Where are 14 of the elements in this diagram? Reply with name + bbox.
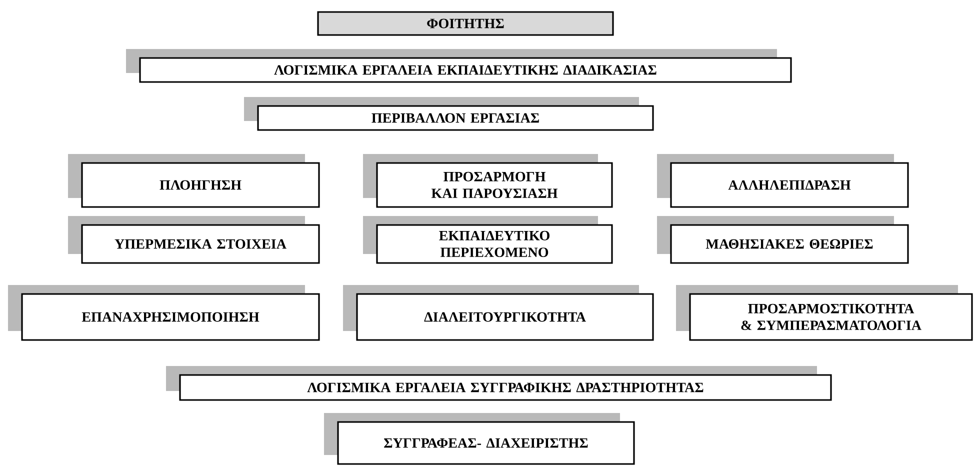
text-box: ΕΚΠΑΙΔΕΥΤΙΚΟ ΠΕΡΙΕΧΟΜΕΝΟ: [363, 216, 613, 264]
text-box: ΠΛΟΗΓΗΣΗ: [68, 154, 320, 208]
text-box: ΕΠΑΝΑΧΡΗΣΙΜΟΠΟΙΗΣΗ: [8, 285, 320, 341]
text-box: ΦΟΙΤΗΤΗΣ: [317, 11, 614, 36]
text-box: ΑΛΛΗΛΕΠΙΔΡΑΣΗ: [657, 154, 909, 208]
text-box: ΠΡΟΣΑΡΜΟΣΤΙΚΟΤΗΤΑ & ΣΥΜΠΕΡΑΣΜΑΤΟΛΟΓΙΑ: [676, 285, 973, 341]
text-box: ΥΠΕΡΜΕΣΙΚΑ ΣΤΟΙΧΕΙΑ: [68, 216, 320, 264]
text-box: ΛΟΓΙΣΜΙΚΑ ΕΡΓΑΛΕΙΑ ΕΚΠΑΙΔΕΥΤΙΚΗΣ ΔΙΑΔΙΚΑΣΙΑΣ: [126, 49, 792, 83]
text-box: ΠΕΡΙΒΑΛΛΟΝ ΕΡΓΑΣΙΑΣ: [244, 97, 654, 131]
text-box: ΛΟΓΙΣΜΙΚΑ ΕΡΓΑΛΕΙΑ ΣΥΓΓΡΑΦΙΚΗΣ ΔΡΑΣΤΗΡΙΟΤΗΤΑΣ: [166, 366, 832, 401]
text-box: ΜΑΘΗΣΙΑΚΕΣ ΘΕΩΡΙΕΣ: [657, 216, 909, 264]
text-box: ΣΥΓΓΡΑΦΕΑΣ- ΔΙΑΧΕΙΡΙΣΤΗΣ: [324, 412, 635, 465]
text-box: ΔΙΑΛΕΙΤΟΥΡΓΙΚΟΤΗΤΑ: [343, 285, 654, 341]
text-box: ΠΡΟΣΑΡΜΟΓΗ ΚΑΙ ΠΑΡΟΥΣΙΑΣΗ: [363, 154, 613, 208]
